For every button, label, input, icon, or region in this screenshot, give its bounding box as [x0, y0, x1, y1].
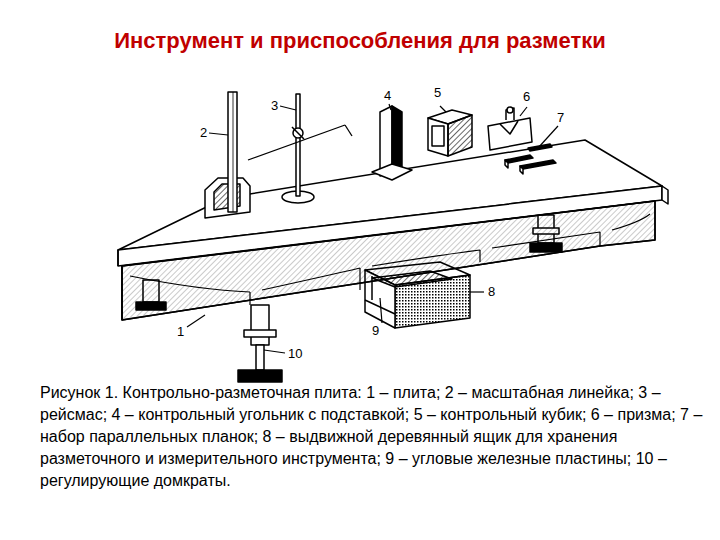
page-title: Инструмент и приспособления для разметки [0, 28, 720, 54]
scale-ruler [205, 92, 250, 218]
callout-number: 5 [433, 86, 442, 100]
v-block-prism [488, 107, 532, 150]
figure-caption: Рисунок 1. Контрольно-разметочная плита:… [40, 382, 705, 492]
callout-number: 2 [199, 126, 208, 140]
parallel-bars [505, 144, 556, 174]
callout-number: 7 [556, 111, 565, 125]
callout-number: 6 [522, 90, 531, 104]
callout-number: 1 [176, 325, 185, 339]
callout-number: 9 [371, 324, 380, 338]
control-cube [428, 110, 472, 156]
callout-number: 10 [287, 347, 303, 361]
jack-leg [238, 305, 282, 382]
callout-number: 3 [270, 99, 279, 113]
plate-end [662, 186, 668, 204]
plate-skirt [122, 201, 655, 320]
callout-number: 4 [383, 89, 392, 103]
leader-lines [187, 104, 558, 353]
control-square [372, 106, 412, 180]
callout-number: 8 [487, 285, 496, 299]
surface-gauge [248, 94, 352, 203]
